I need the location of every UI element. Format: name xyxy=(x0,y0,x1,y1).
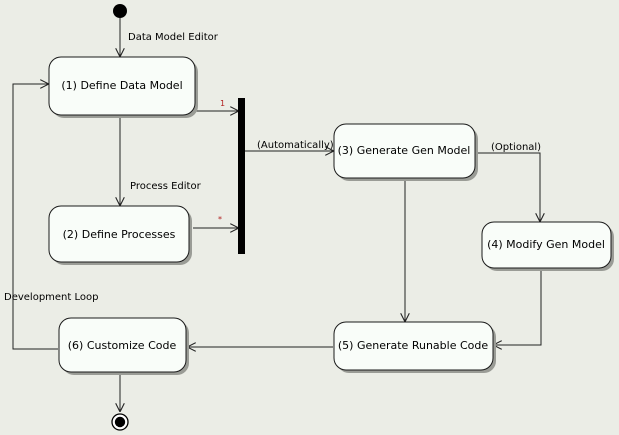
state-label: (1) Define Data Model xyxy=(61,79,182,92)
edge-label-automatically: (Automatically) xyxy=(257,140,334,151)
initial-node xyxy=(113,4,127,18)
edge-label-development-loop: Development Loop xyxy=(4,292,98,303)
edge-generate-gen-model-to-modify-gen-model xyxy=(476,152,540,221)
state-customize-code: (6) Customize Code xyxy=(58,317,189,375)
edge-modify-gen-model-to-generate-runable-code xyxy=(494,268,542,345)
edge-development-loop xyxy=(12,84,58,350)
multiplicity-processes: * xyxy=(218,215,222,224)
edge-label-process-editor: Process Editor xyxy=(130,181,202,192)
state-label: (2) Define Processes xyxy=(63,228,176,241)
state-generate-runable-code: (5) Generate Runable Code xyxy=(333,321,496,373)
edge-label-optional: (Optional) xyxy=(491,142,541,153)
state-label: (3) Generate Gen Model xyxy=(338,144,471,157)
edge-label-data-model-editor: Data Model Editor xyxy=(128,32,219,43)
join-bar xyxy=(238,98,245,254)
state-modify-gen-model: (4) Modify Gen Model xyxy=(481,221,614,271)
state-generate-gen-model: (3) Generate Gen Model xyxy=(333,123,478,181)
state-label: (4) Modify Gen Model xyxy=(487,238,605,251)
final-node xyxy=(111,413,129,431)
state-define-data-model: (1) Define Data Model xyxy=(48,56,198,118)
state-label: (6) Customize Code xyxy=(68,339,177,352)
edges xyxy=(12,18,542,411)
multiplicity-data-model: 1 xyxy=(220,99,225,108)
state-define-processes: (2) Define Processes xyxy=(48,205,192,265)
state-label: (5) Generate Runable Code xyxy=(338,339,488,352)
